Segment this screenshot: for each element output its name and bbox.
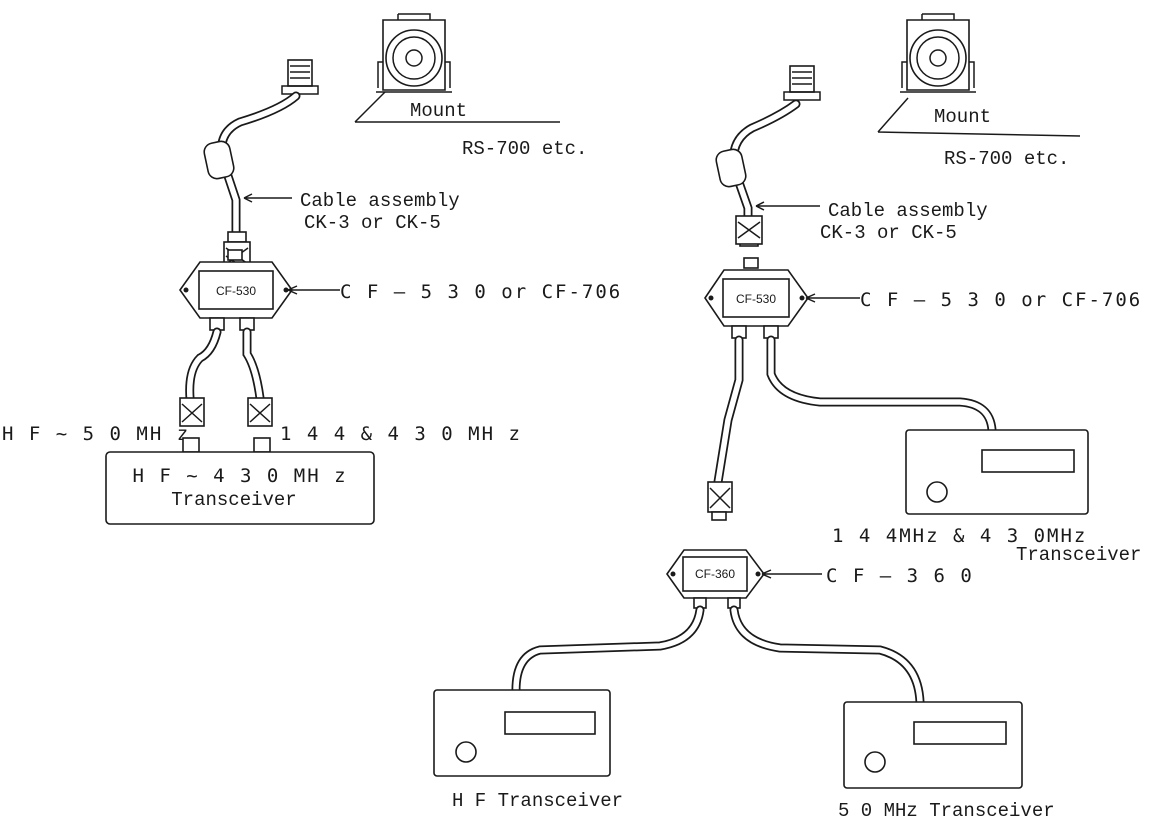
connector-icon [783, 65, 821, 101]
connector-icon [735, 215, 763, 247]
mount-label: Mount [934, 106, 991, 128]
filter-callout-label: C F — 5 3 0 or CF-706 [860, 289, 1142, 311]
cable-label-line1: Cable assembly [828, 200, 988, 222]
transceiver-icon [905, 429, 1089, 515]
knob-icon [864, 751, 886, 773]
connector-icon [281, 59, 319, 95]
mount-pointer-line [354, 91, 560, 123]
connector-icon [707, 481, 733, 521]
radio-50-label: 5 0 MHz Transceiver [838, 800, 1055, 822]
right-assembly: Mount RS-700 etc. Cable assembly CK-3 or… [433, 13, 1142, 822]
display-icon [981, 449, 1075, 473]
radio-144-430-line1: 1 4 4MHz & 4 3 0MHz [832, 525, 1087, 547]
cable-label-line1: Cable assembly [300, 190, 460, 212]
filter-icon [704, 257, 809, 339]
knob-icon [455, 741, 477, 763]
knob-icon [926, 481, 948, 503]
cable-boot-icon [203, 140, 235, 180]
transceiver-icon [105, 437, 375, 525]
mount-label: Mount [410, 100, 467, 122]
display-icon [504, 711, 596, 735]
connector-icon [179, 397, 205, 427]
transceiver-icon [433, 689, 611, 777]
cable-label-line2: CK-3 or CK-5 [304, 212, 441, 234]
cable-boot-icon [715, 148, 747, 188]
radio-144-430-line2: Transceiver [1016, 544, 1141, 566]
filter2-callout-label: C F — 3 6 0 [826, 565, 974, 587]
left-assembly: Mount RS-700 etc. Cable assembly CK-3 or… [2, 13, 622, 525]
radio-hf430-line1: H F ~ 4 3 0 MH z [132, 465, 347, 487]
port-hf-50-label: H F ~ 5 0 MH z [2, 423, 190, 445]
filter2-box-label: CF-360 [695, 567, 735, 581]
port-144-430-label: 1 4 4 & 4 3 0 MH z [280, 423, 522, 445]
radio-hf-label: H F Transceiver [452, 790, 623, 812]
radio-hf430-line2: Transceiver [171, 489, 296, 511]
mount-icon [376, 13, 452, 93]
connector-icon [247, 397, 273, 427]
mount-model-label: RS-700 etc. [944, 148, 1069, 170]
display-icon [913, 721, 1007, 745]
filter-box-label: CF-530 [216, 284, 256, 298]
mount-icon [900, 13, 976, 93]
filter-icon [666, 549, 765, 609]
filter-callout-label: C F — 5 3 0 or CF-706 [340, 281, 622, 303]
filter-box-label: CF-530 [736, 292, 776, 306]
cable-label-line2: CK-3 or CK-5 [820, 222, 957, 244]
transceiver-icon [843, 701, 1023, 789]
mount-model-label: RS-700 etc. [462, 138, 587, 160]
